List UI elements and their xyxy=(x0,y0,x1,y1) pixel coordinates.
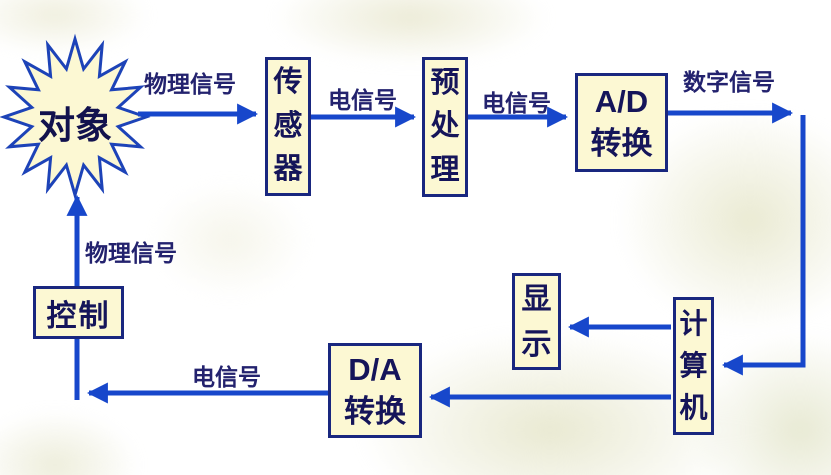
node-sensor: 传感器 xyxy=(265,57,311,196)
node-display-label: 显示 xyxy=(521,282,552,361)
node-display: 显示 xyxy=(512,273,561,370)
node-control-label: 控制 xyxy=(46,299,111,333)
node-dac: D/A 转换 xyxy=(328,343,422,438)
edge-label-physical-signal-bottom: 物理信号 xyxy=(85,240,177,266)
edge-label-digital-signal: 数字信号 xyxy=(683,69,775,95)
node-computer: 计算机 xyxy=(673,297,714,435)
node-object-label: 对象 xyxy=(38,105,112,146)
arrow-digital-to-computer xyxy=(721,115,806,376)
node-object: 对象 xyxy=(23,95,127,149)
node-preprocess: 预处理 xyxy=(422,57,468,197)
node-dac-line1: D/A xyxy=(348,351,402,387)
node-control: 控制 xyxy=(33,286,124,339)
node-dac-line2: 转换 xyxy=(344,393,406,429)
node-adc-line1: A/D xyxy=(594,83,649,119)
node-sensor-label: 传感器 xyxy=(273,66,303,186)
edge-label-electrical-signal-3: 电信号 xyxy=(192,364,261,390)
node-preprocess-label: 预处理 xyxy=(430,66,460,186)
node-adc-line2: 转换 xyxy=(590,125,653,161)
node-computer-label: 计算机 xyxy=(679,308,708,423)
edge-label-physical-signal-top: 物理信号 xyxy=(144,71,236,97)
edge-label-electrical-signal-2: 电信号 xyxy=(482,90,551,116)
edge-label-electrical-signal-1: 电信号 xyxy=(328,87,397,113)
node-adc: A/D 转换 xyxy=(575,73,668,172)
